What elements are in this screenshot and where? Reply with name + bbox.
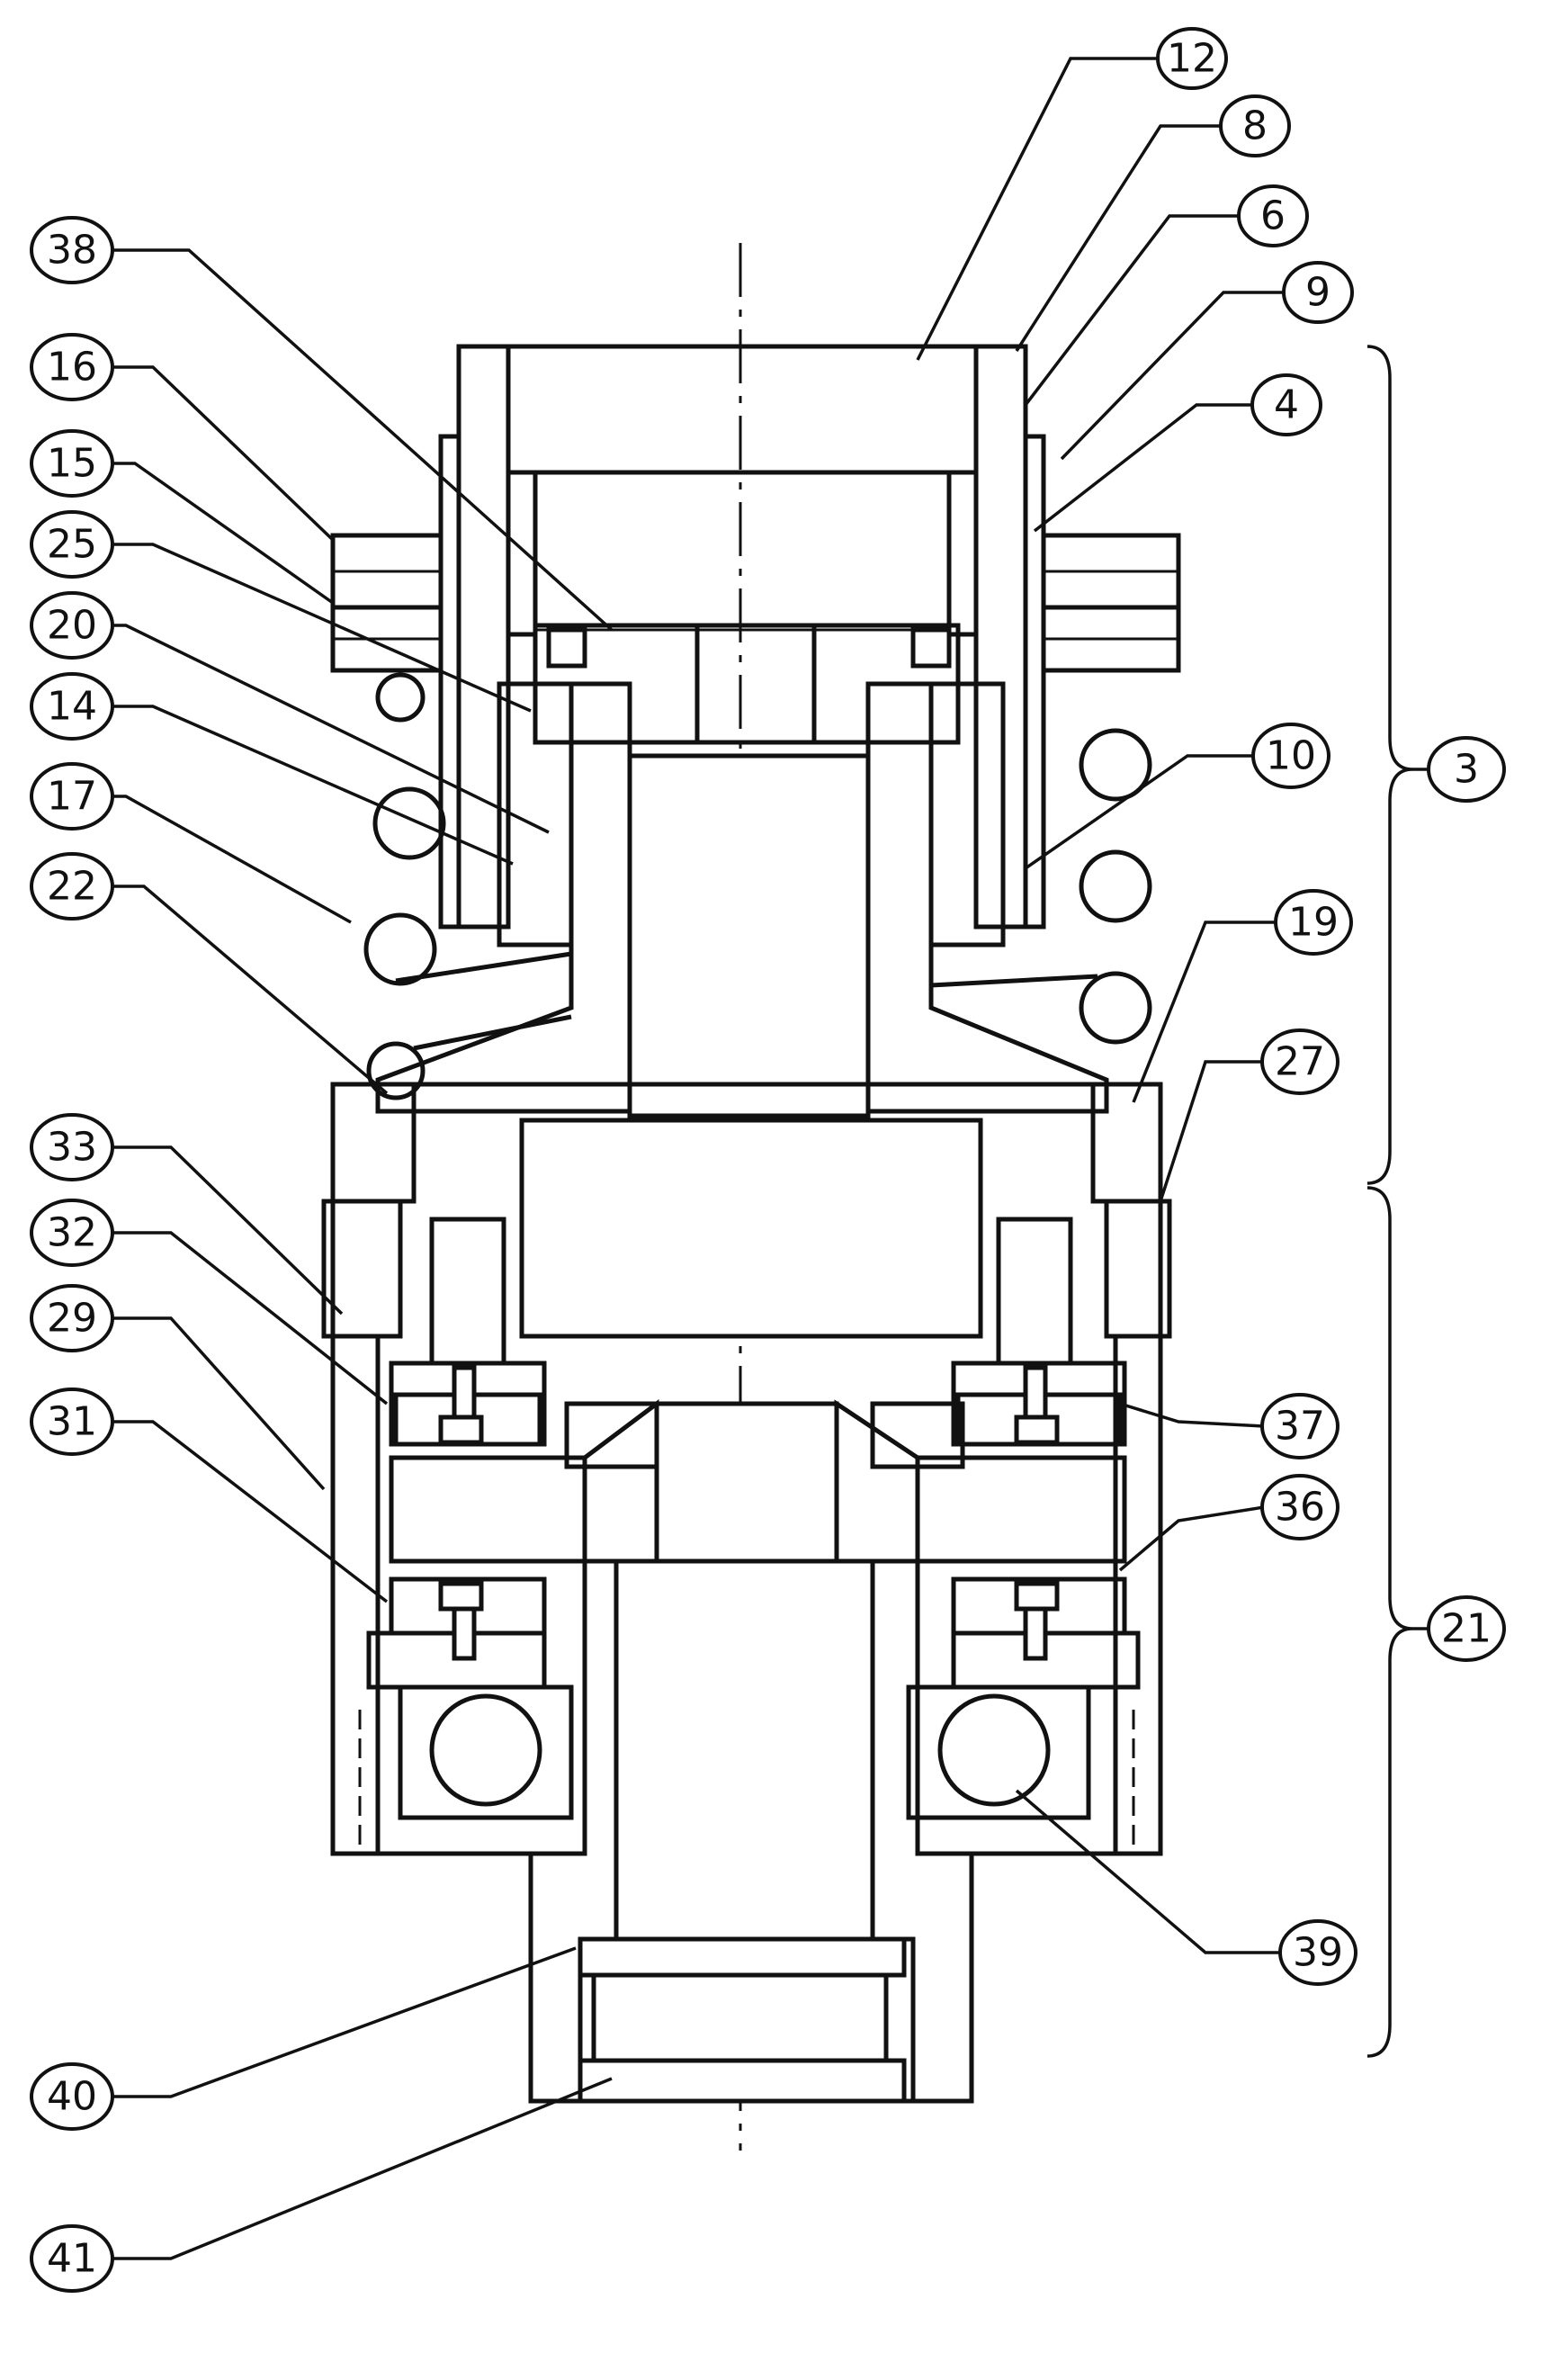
svg-text:39: 39 xyxy=(1293,1930,1343,1976)
bushing-right xyxy=(931,684,1003,945)
callout-36: 36 xyxy=(1262,1476,1338,1539)
callout-17: 17 xyxy=(31,764,112,829)
output-shaft xyxy=(531,1561,972,2101)
svg-text:6: 6 xyxy=(1260,193,1286,239)
callout-19: 19 xyxy=(1276,891,1351,954)
callout-41: 41 xyxy=(31,2226,112,2291)
svg-text:33: 33 xyxy=(47,1125,97,1171)
callout-9: 9 xyxy=(1284,263,1352,322)
svg-text:21: 21 xyxy=(1441,1606,1492,1652)
callout-10: 10 xyxy=(1253,724,1329,787)
svg-text:20: 20 xyxy=(47,603,97,649)
svg-text:12: 12 xyxy=(1167,36,1217,82)
callout-3: 3 xyxy=(1429,738,1504,801)
svg-text:15: 15 xyxy=(47,441,97,487)
svg-text:19: 19 xyxy=(1288,900,1339,946)
left-collar xyxy=(333,535,441,670)
svg-text:14: 14 xyxy=(47,684,97,730)
svg-text:37: 37 xyxy=(1275,1404,1325,1450)
callout-33: 33 xyxy=(31,1115,112,1180)
callout-38: 38 xyxy=(31,218,112,283)
callout-4: 4 xyxy=(1252,375,1321,435)
svg-text:10: 10 xyxy=(1266,733,1316,779)
svg-text:38: 38 xyxy=(47,228,97,274)
callout-21: 21 xyxy=(1429,1597,1504,1660)
callout-14: 14 xyxy=(31,674,112,739)
svg-text:40: 40 xyxy=(47,2074,97,2120)
central-shaft xyxy=(378,684,1107,1116)
callout-8: 8 xyxy=(1221,96,1289,156)
callout-15: 15 xyxy=(31,431,112,496)
svg-text:29: 29 xyxy=(47,1296,97,1342)
callout-40: 40 xyxy=(31,2064,112,2129)
callout-32: 32 xyxy=(31,1200,112,1265)
svg-text:22: 22 xyxy=(47,864,97,910)
callout-39: 39 xyxy=(1280,1921,1356,1984)
callout-6: 6 xyxy=(1239,186,1307,246)
svg-text:4: 4 xyxy=(1274,382,1299,428)
callout-27: 27 xyxy=(1262,1030,1338,1093)
brace-3 xyxy=(1367,346,1412,1183)
callout-37: 37 xyxy=(1262,1395,1338,1458)
svg-text:27: 27 xyxy=(1275,1039,1325,1085)
svg-text:9: 9 xyxy=(1305,270,1330,316)
svg-text:36: 36 xyxy=(1275,1485,1325,1531)
brace-21 xyxy=(1367,1188,1412,2056)
svg-text:31: 31 xyxy=(47,1399,97,1445)
callout-25: 25 xyxy=(31,512,112,577)
callout-16: 16 xyxy=(31,335,112,400)
svg-text:41: 41 xyxy=(47,2236,97,2282)
inner-bore xyxy=(522,1120,981,1336)
callout-31: 31 xyxy=(31,1389,112,1454)
svg-text:32: 32 xyxy=(47,1210,97,1256)
svg-text:8: 8 xyxy=(1242,103,1268,149)
svg-text:17: 17 xyxy=(47,774,97,820)
right-collar xyxy=(1044,535,1178,670)
callout-29: 29 xyxy=(31,1286,112,1351)
callout-12: 12 xyxy=(1158,29,1226,88)
svg-text:16: 16 xyxy=(47,345,97,391)
svg-text:3: 3 xyxy=(1454,747,1479,793)
callout-22: 22 xyxy=(31,854,112,919)
callout-20: 20 xyxy=(31,593,112,658)
svg-text:25: 25 xyxy=(47,522,97,568)
